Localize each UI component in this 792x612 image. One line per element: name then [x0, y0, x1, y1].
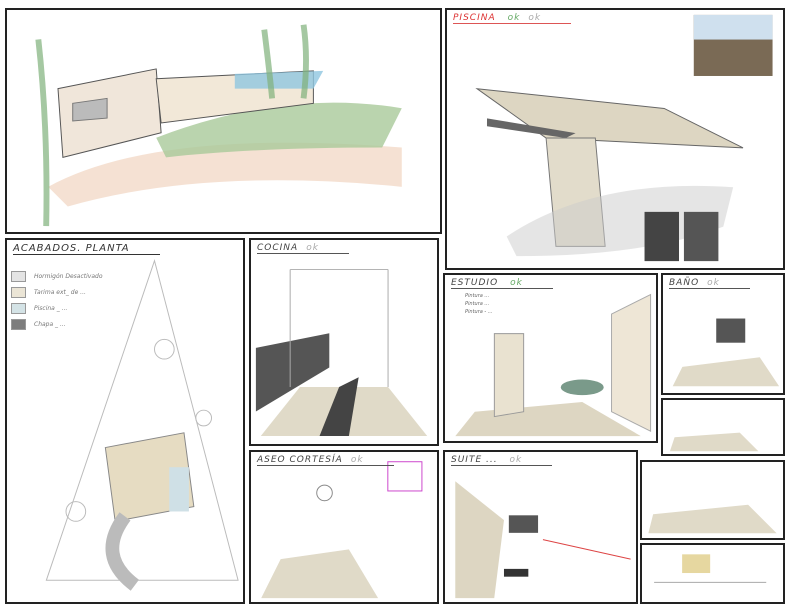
legend-label: Tarima ext_ de ...: [34, 288, 86, 296]
note: Pintura - ...: [465, 309, 493, 315]
ok-mark: ok: [350, 455, 364, 465]
title-text: PISCINA: [453, 13, 496, 23]
title-text: BAÑO: [669, 278, 700, 288]
legend-label: Chapa _ ...: [34, 320, 66, 328]
panel-title: BAÑO ok: [669, 278, 750, 289]
panel-aseo-cortesia: ASEO CORTESÍA ok: [249, 450, 439, 604]
aseo-sketch: [261, 461, 423, 599]
panel-title: COCINA ok: [257, 243, 349, 254]
ok-mark: ok: [707, 278, 720, 288]
bano-sketch: [672, 318, 780, 387]
panel-title: ACABADOS. PLANTA: [13, 243, 160, 255]
site-plan: [45, 259, 239, 591]
finishes-legend: Hormigón Desactivado Tarima ext_ de ... …: [11, 268, 103, 332]
small-sketch: [654, 554, 767, 583]
legend-item: Hormigón Desactivado: [11, 268, 103, 284]
panel-sketch-small-3: [640, 543, 785, 604]
title-text: ESTUDIO: [451, 278, 499, 288]
panel-acabados-planta: ACABADOS. PLANTA Hormigón Desactivado Ta…: [5, 238, 245, 604]
legend-item: Tarima ext_ de ...: [11, 284, 103, 300]
panel-estudio: ESTUDIO ok Pintura ... Pintura ... Pintur…: [443, 273, 658, 443]
ok-mark: ok: [507, 13, 521, 23]
panel-bano: BAÑO ok: [661, 273, 785, 395]
panel-sketch-small-2: [640, 460, 785, 540]
panel-title: ASEO CORTESÍA ok: [257, 455, 394, 466]
ok-mark: ok: [510, 278, 523, 288]
panel-sketch-small-1: [661, 398, 785, 456]
panel-title: ESTUDIO ok: [451, 278, 553, 289]
swatch: [11, 318, 26, 330]
exterior-sketch: [35, 24, 402, 227]
small-sketch: [648, 504, 777, 534]
panel-exterior-sketch: [5, 8, 442, 234]
legend-label: Piscina _ ...: [34, 304, 68, 312]
title-text: ASEO CORTESÍA: [257, 455, 343, 465]
legend-item: Piscina _ ...: [11, 300, 103, 316]
suite-sketch: [455, 481, 631, 599]
swatch: [11, 270, 26, 282]
panel-suite: SUITE ... ok: [443, 450, 638, 604]
swatch: [11, 302, 26, 314]
piscina-sketch: [475, 14, 773, 262]
swatch: [11, 286, 26, 298]
note: Pintura ...: [465, 293, 490, 299]
note: Pintura ...: [465, 301, 490, 307]
ok-mark: ok: [306, 243, 319, 253]
legend-item: Chapa _ ...: [11, 316, 103, 332]
ok-mark: ok: [509, 455, 523, 465]
title-text: SUITE ...: [451, 455, 502, 465]
panel-title: SUITE ... ok: [451, 455, 553, 466]
cocina-sketch: [255, 269, 428, 436]
title-text: COCINA: [257, 243, 299, 253]
small-sketch: [669, 432, 759, 452]
ok-mark: ok: [528, 13, 542, 23]
panel-cocina: COCINA ok: [249, 238, 439, 446]
estudio-sketch: [455, 293, 652, 437]
legend-label: Hormigón Desactivado: [34, 272, 103, 280]
